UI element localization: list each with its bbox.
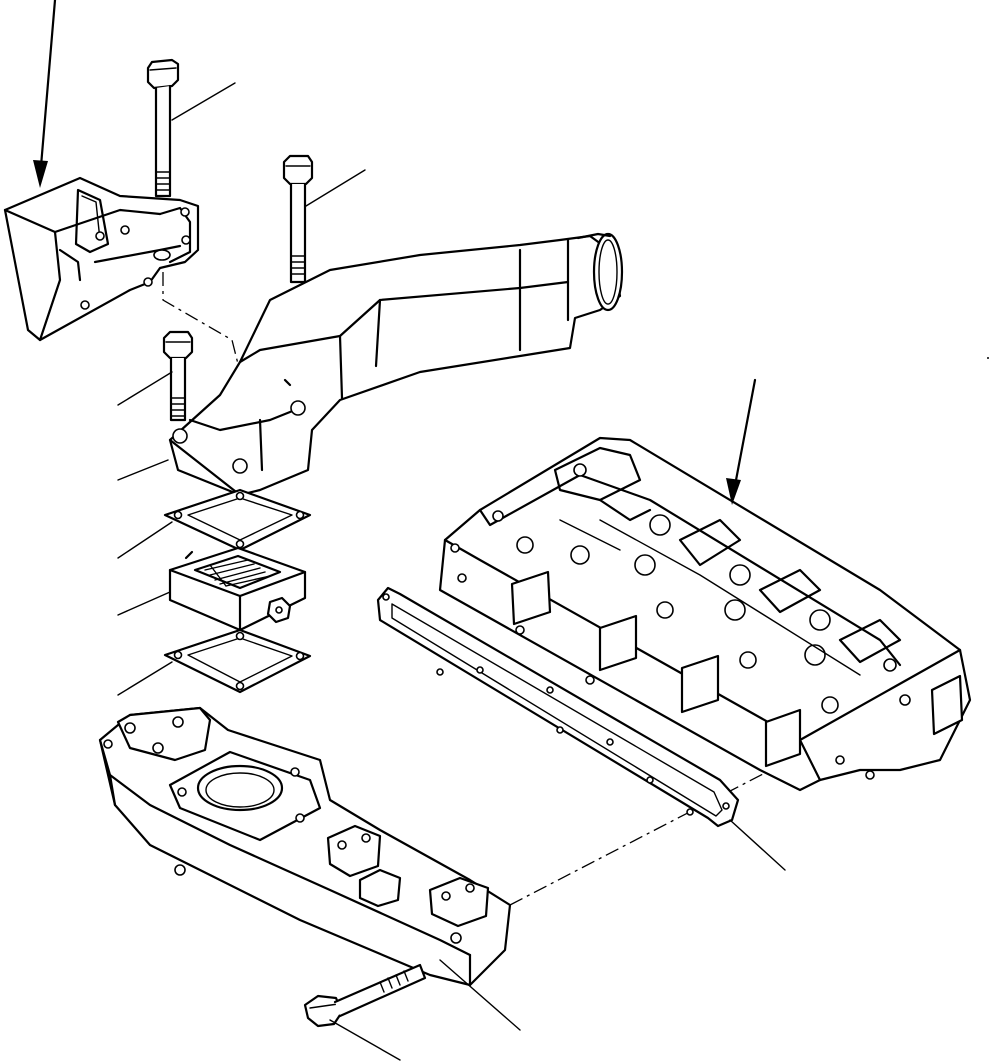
pointer-arrow-head: [726, 378, 757, 505]
heater-spacer-block: [117, 546, 307, 632]
pointer-arrow-bracket: [33, 0, 57, 188]
bolt-top-left: [146, 58, 236, 198]
intake-manifold: [98, 706, 521, 1031]
manifold-bolt: [303, 963, 427, 1061]
cylinder-head-gasket: [376, 586, 786, 871]
mounting-bracket: [3, 176, 200, 342]
bolt-top-middle: [282, 154, 366, 284]
speck: [987, 357, 989, 359]
gasket-upper: [117, 488, 312, 559]
centerline-manifold-head: [509, 759, 791, 906]
centerline-bracket: [162, 272, 241, 373]
cylinder-head: [438, 436, 972, 792]
bolt-left: [117, 330, 194, 422]
gasket-lower: [117, 628, 312, 696]
intake-elbow-pipe: [117, 232, 624, 497]
